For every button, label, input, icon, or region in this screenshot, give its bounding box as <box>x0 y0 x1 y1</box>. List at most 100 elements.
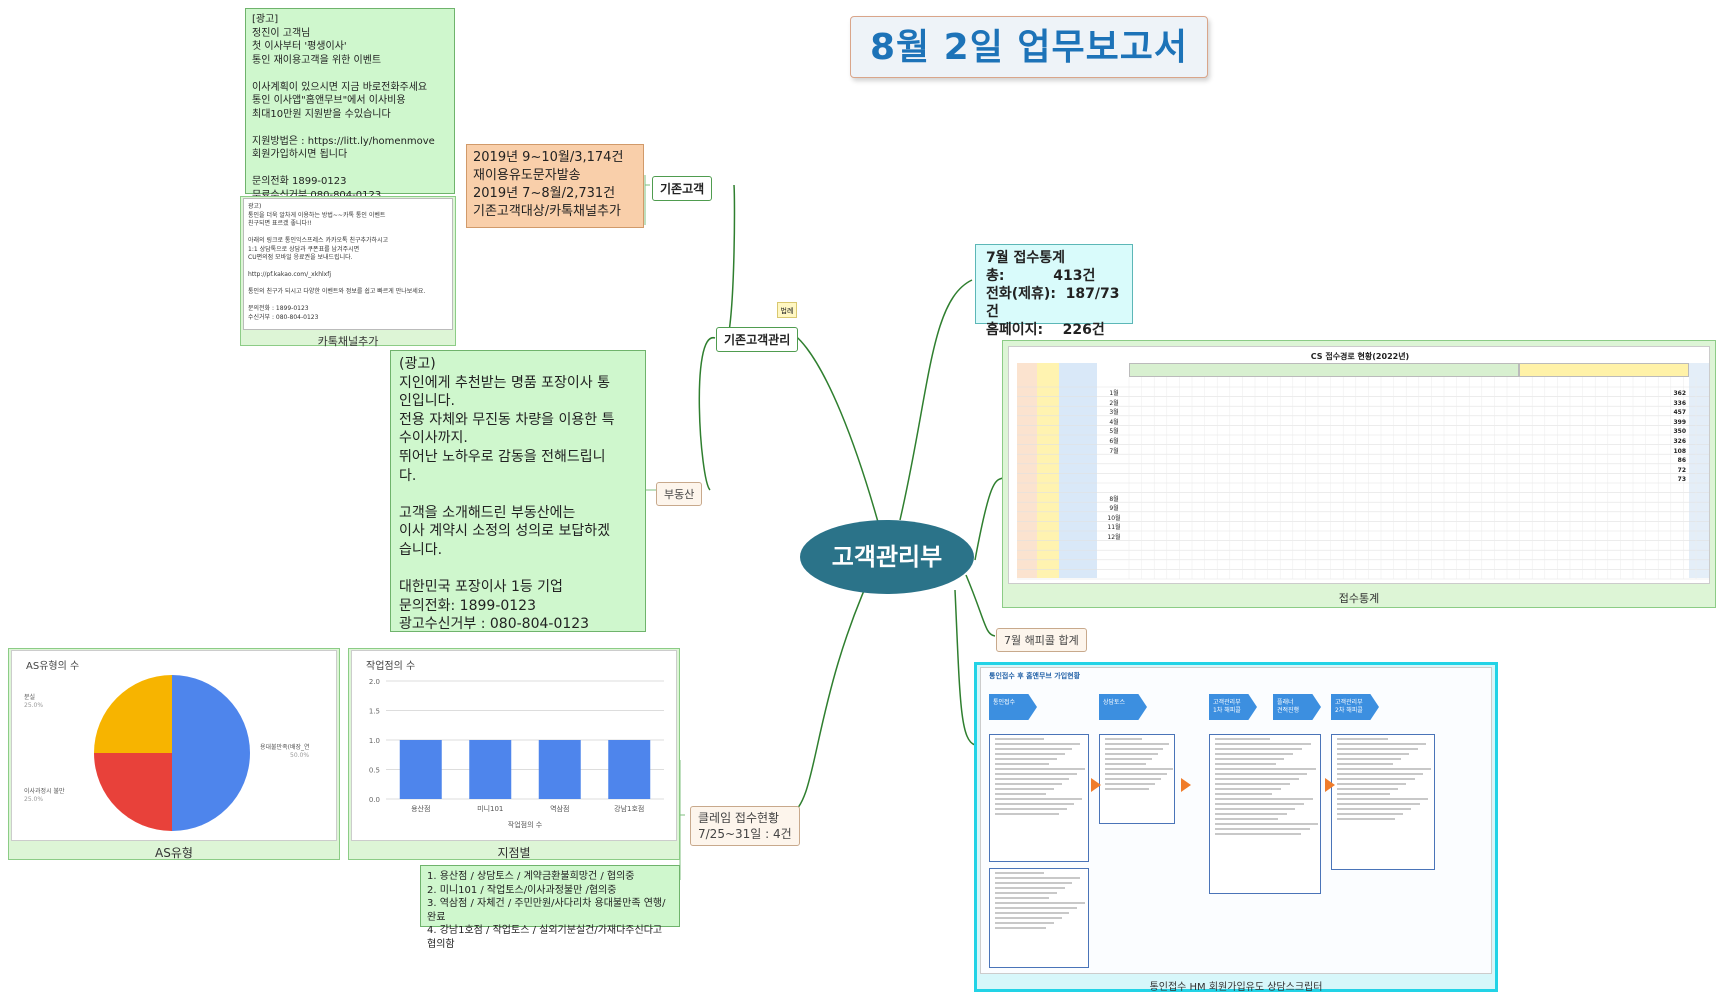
sheet-month-12: 12월 <box>1107 533 1121 541</box>
sheet-col-2021 <box>1037 363 1059 578</box>
bar-chart-label: 지점별 <box>497 846 531 860</box>
mgmt-badge: 법례 <box>777 302 797 318</box>
script-step-1: 통인접수 <box>989 694 1037 720</box>
script-card-text-line <box>1337 803 1420 805</box>
script-card-text-line <box>1337 778 1415 780</box>
script-card-text-line <box>1215 783 1290 785</box>
script-arrow-2 <box>1181 778 1191 792</box>
bar-ytick-1: 0.5 <box>369 767 380 775</box>
script-card-text-line <box>1215 768 1317 770</box>
sheet-header-phone <box>1129 363 1519 377</box>
script-card-text-line <box>1105 783 1156 785</box>
script-card-text-line <box>1105 748 1164 750</box>
script-card-text-line <box>1337 743 1426 745</box>
sheet-month-4: 4월 <box>1109 418 1119 426</box>
script-card-text-line <box>995 768 1086 770</box>
bar-xtick-1: 용산점 <box>411 804 430 813</box>
script-card-text-line <box>1215 833 1301 835</box>
script-card-text-line <box>1105 788 1150 790</box>
sheet-month-10: 10월 <box>1107 514 1121 522</box>
script-card-text-line <box>1337 768 1431 770</box>
sheet-col-2022 <box>1059 363 1097 578</box>
script-step-3: 고객관리부 1차 해피콜 <box>1209 694 1257 720</box>
script-card-text-line <box>995 748 1073 750</box>
sheet-month-6: 6월 <box>1109 437 1119 445</box>
central-topic[interactable]: 고객관리부 <box>800 520 974 594</box>
script-card-text-line <box>995 743 1081 745</box>
script-card-3 <box>1209 734 1321 894</box>
script-card-text-line <box>995 882 1073 884</box>
sheet-month-7: 7월 <box>1109 447 1119 455</box>
script-card-text-line <box>995 892 1057 894</box>
script-card-text-line <box>1105 738 1142 740</box>
script-card-text-line <box>1215 763 1276 765</box>
sheet-total-9: 72 <box>1677 466 1686 474</box>
kakao-ad-image: 광고) 통인을 더욱 알차게 이용하는 방법~~카톡 통인 이벤트 친구되면 표… <box>243 198 453 330</box>
sheet-grid <box>1017 377 1709 580</box>
script-card-text-line <box>1337 763 1394 765</box>
existing-customer-stats-note: 2019년 9~10월/3,174건 재이용유도문자발송 2019년 7~8월/… <box>466 144 644 228</box>
report-title: 8월 2일 업무보고서 <box>850 16 1208 78</box>
topic-july-happy-call[interactable]: 7월 해피콜 합계 <box>996 628 1087 652</box>
script-card-text-line <box>995 803 1075 805</box>
bar-xtick-4: 강남1호점 <box>614 804 644 813</box>
topic-existing-customer-mgmt[interactable]: 기존고객관리 <box>716 327 799 352</box>
pie-label-3: 분실 <box>24 693 35 701</box>
stats-sheet-label: 접수통계 <box>1338 592 1380 605</box>
script-card-text-line <box>995 887 1065 889</box>
script-card-text-line <box>1215 758 1285 760</box>
script-card-text-line <box>1215 828 1310 830</box>
bar-chart-title: 작업점의 수 <box>366 661 416 672</box>
script-card-text-line <box>995 753 1065 755</box>
script-card-text-line <box>995 778 1070 780</box>
script-card-text-line <box>1215 798 1313 800</box>
script-card-text-line <box>1105 758 1152 760</box>
script-card-text-line <box>1105 778 1162 780</box>
script-card-text-line <box>995 902 1086 904</box>
pie-label-1: 용대불만족(배장_연 <box>260 743 310 751</box>
sheet-month-8: 8월 <box>1109 495 1119 503</box>
pie-label-2: 이사과정시 불만 <box>24 787 65 795</box>
bar-xtick-2: 미니101 <box>477 804 503 813</box>
topic-real-estate[interactable]: 부동산 <box>656 482 703 506</box>
script-card-text-line <box>995 788 1054 790</box>
sheet-total-5: 350 <box>1673 428 1686 436</box>
script-card-text-line <box>995 808 1067 810</box>
pie-pct-2: 25.0% <box>24 796 43 803</box>
script-card-text-line <box>1215 818 1278 820</box>
sheet-header-web <box>1519 363 1689 377</box>
sheet-col-2020 <box>1017 363 1037 578</box>
kakao-channel-label: 카톡채널추가 <box>317 335 379 348</box>
sheet-total-1: 362 <box>1673 390 1686 397</box>
script-arrow-3 <box>1325 778 1335 792</box>
script-card-text-line <box>995 922 1054 924</box>
script-card-text-line <box>1337 793 1391 795</box>
script-card-text-line <box>1337 788 1399 790</box>
script-card-text-line <box>1215 803 1305 805</box>
sheet-col-total <box>1689 363 1709 578</box>
script-card-text-line <box>1215 738 1270 740</box>
pie-pct-1: 50.0% <box>290 752 309 759</box>
script-card-text-line <box>1105 743 1170 745</box>
script-step-5: 고객관리부 2차 해피콜 <box>1331 694 1379 720</box>
script-card-text-line <box>1105 773 1168 775</box>
script-card-text-line <box>1105 763 1146 765</box>
bar-ytick-0: 0.0 <box>369 796 380 804</box>
script-card-text-line <box>1105 753 1158 755</box>
bar-ytick-3: 1.5 <box>369 708 380 716</box>
script-card-text-line <box>1215 813 1287 815</box>
topic-existing-customers[interactable]: 기존고객 <box>652 176 713 201</box>
script-card-text-line <box>995 917 1062 919</box>
sheet-month-11: 11월 <box>1107 524 1121 532</box>
topic-claims[interactable]: 클레임 접수현황 7/25~31일 : 4건 <box>690 806 800 846</box>
sheet-month-2: 2월 <box>1109 399 1119 407</box>
script-card-text-line <box>1337 773 1423 775</box>
script-card-text-line <box>1215 748 1302 750</box>
script-card-text-line <box>995 763 1049 765</box>
script-card-text-line <box>1337 813 1404 815</box>
script-arrow-1 <box>1091 778 1101 792</box>
sheet-month-1: 1월 <box>1109 390 1119 397</box>
